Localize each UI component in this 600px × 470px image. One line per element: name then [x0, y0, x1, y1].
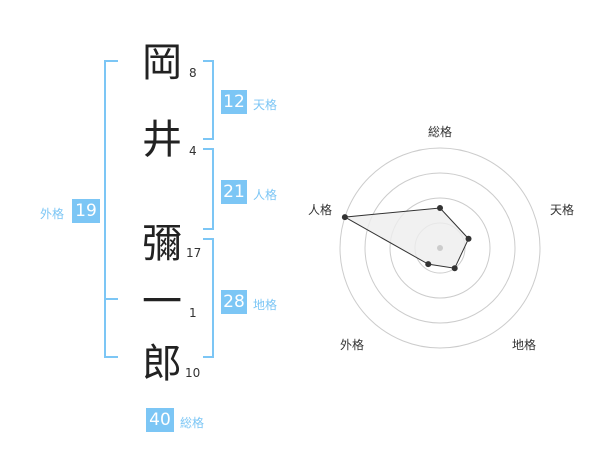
- chikaku-value-box: 28: [221, 290, 247, 314]
- radar-point-3: [425, 261, 432, 268]
- name-char-4: 一: [142, 279, 182, 325]
- gaikaku-bracket-top: [104, 60, 118, 62]
- radar-point-4: [341, 214, 348, 221]
- radar-area: [343, 207, 470, 269]
- gaikaku-bracket-mid: [104, 298, 118, 300]
- soukaku-label: 総格: [180, 416, 205, 430]
- radar-ring: [364, 172, 516, 324]
- chikaku-label: 地格: [253, 298, 278, 312]
- tenkaku-bracket-line: [212, 60, 214, 140]
- chikaku-bracket-line: [212, 238, 214, 358]
- jinkaku-value-box: 21: [221, 180, 247, 204]
- name-char-3: 彌: [142, 221, 182, 267]
- radar-ring: [339, 147, 541, 349]
- stroke-count-5: 10: [185, 366, 201, 380]
- radar-label-chikaku: 地格: [512, 338, 537, 352]
- gaikaku-bracket-bottom: [104, 356, 118, 358]
- radar-ring: [389, 197, 491, 299]
- name-char-5: 郎: [142, 341, 182, 387]
- radar-center: [437, 245, 443, 251]
- stroke-count-2: 4: [189, 144, 197, 158]
- chikaku-bracket-top: [203, 238, 214, 240]
- tenkaku-value-box: 12: [221, 90, 247, 114]
- tenkaku-label: 天格: [253, 98, 278, 112]
- gaikaku-bracket-line: [104, 60, 106, 358]
- jinkaku-label: 人格: [253, 188, 278, 202]
- chikaku-bracket-bottom: [203, 356, 214, 358]
- stroke-count-1: 8: [189, 66, 197, 80]
- jinkaku-bracket-top: [203, 148, 214, 150]
- jinkaku-bracket-line: [212, 148, 214, 230]
- tenkaku-bracket-bottom: [203, 138, 214, 140]
- tenkaku-bracket-top: [203, 60, 214, 62]
- stroke-count-4: 1: [189, 306, 197, 320]
- radar-label-jinkaku: 人格: [308, 203, 333, 217]
- soukaku-value-box: 40: [146, 408, 174, 432]
- jinkaku-bracket-bottom: [203, 228, 214, 230]
- gaikaku-label: 外格: [40, 207, 65, 221]
- radar-label-soukaku: 総格: [428, 125, 453, 139]
- radar-label-tenkaku: 天格: [550, 203, 575, 217]
- stroke-count-3: 17: [186, 246, 202, 260]
- radar-point-1: [465, 235, 472, 242]
- radar-point-0: [437, 205, 443, 211]
- gaikaku-value-box: 19: [72, 199, 100, 223]
- radar-point-2: [451, 265, 458, 272]
- name-char-2: 井: [142, 117, 182, 163]
- name-char-1: 岡: [142, 40, 182, 86]
- radar-label-gaikaku: 外格: [340, 338, 365, 352]
